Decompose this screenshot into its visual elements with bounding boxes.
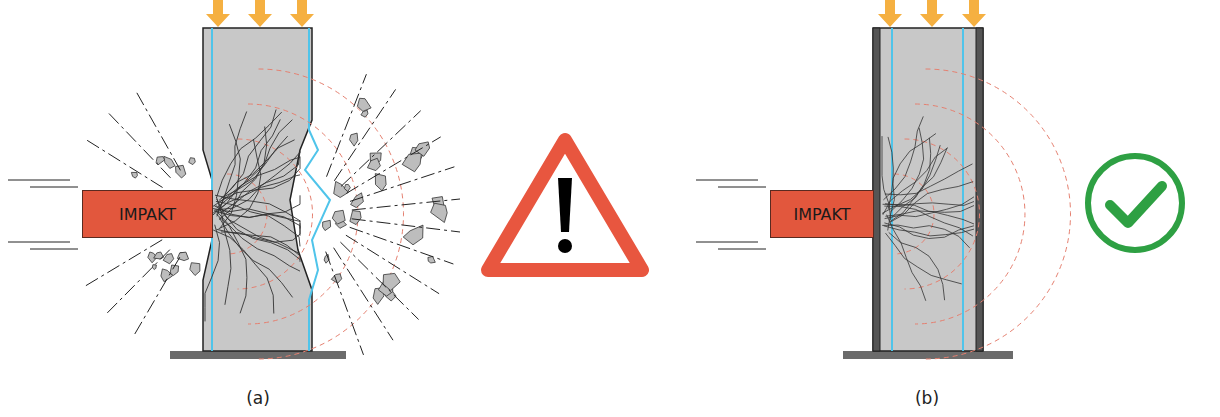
fragment <box>323 220 331 230</box>
crack <box>883 148 948 215</box>
load-arrows <box>206 0 314 27</box>
debris-line <box>326 252 364 355</box>
crack <box>214 195 300 217</box>
debris-line <box>341 111 421 187</box>
fragment <box>415 142 430 156</box>
crack <box>215 152 301 210</box>
shock-waves <box>227 69 404 359</box>
debris-line <box>327 74 367 177</box>
debris-line <box>134 257 180 335</box>
crack <box>219 218 292 298</box>
cracks <box>882 116 974 300</box>
crack <box>891 128 924 212</box>
crack <box>884 226 974 236</box>
crack <box>884 223 974 239</box>
fragment <box>428 256 435 263</box>
fragment <box>402 153 421 172</box>
fragment <box>383 273 400 290</box>
crack <box>218 119 281 207</box>
debris-line <box>352 199 460 210</box>
crack <box>887 215 926 301</box>
crack <box>892 138 931 218</box>
crack <box>220 157 300 202</box>
fragment <box>332 210 345 224</box>
impact-label: IMPAKT <box>789 205 854 224</box>
shock-waves <box>894 69 1071 359</box>
debris-line <box>86 140 162 188</box>
debris-line <box>346 137 440 194</box>
crack <box>885 164 973 195</box>
crack <box>885 197 974 219</box>
debris-line <box>85 240 162 286</box>
crack <box>882 136 891 220</box>
crack <box>213 230 274 314</box>
crack <box>890 182 973 223</box>
column-b <box>843 28 1071 359</box>
subfigure-label: (a) <box>246 388 270 408</box>
check-symbol <box>1088 156 1182 250</box>
fragment <box>350 211 361 225</box>
debris-lines <box>85 74 460 355</box>
fragment <box>403 225 423 245</box>
debris-line <box>107 250 170 314</box>
crack <box>216 197 231 305</box>
crack <box>885 211 974 224</box>
motion-lines <box>8 180 766 249</box>
impact-box: IMPAKT <box>770 190 874 238</box>
debris-line <box>334 248 393 341</box>
impact-label: IMPAKT <box>115 205 180 224</box>
fragment <box>189 158 196 165</box>
crack <box>212 157 300 207</box>
fragment <box>361 110 368 117</box>
fragment <box>190 263 200 276</box>
crack <box>216 214 247 313</box>
shock-wave <box>238 139 313 289</box>
load-arrows <box>878 0 986 27</box>
crack <box>221 223 300 242</box>
crack <box>219 127 267 220</box>
fragment <box>152 265 156 270</box>
shock-wave <box>926 69 1071 359</box>
cracks <box>205 110 300 322</box>
shock-wave <box>259 69 404 359</box>
debris-line <box>108 113 170 178</box>
subfigure-label: (b) <box>915 388 939 408</box>
crack <box>883 116 923 199</box>
debris-line <box>340 242 418 319</box>
crack <box>883 204 974 212</box>
fragment <box>350 133 358 146</box>
debris-line <box>350 167 454 202</box>
crack <box>219 139 261 229</box>
fragment <box>131 172 137 178</box>
debris-line <box>350 227 454 264</box>
debris-line <box>346 235 439 294</box>
crack <box>882 145 940 213</box>
crack <box>221 120 292 199</box>
fragment <box>357 98 371 111</box>
crack <box>220 124 240 228</box>
crack <box>215 195 300 228</box>
fragment <box>176 165 186 178</box>
debris-line <box>352 219 460 232</box>
impact-box: IMPAKT <box>82 190 213 238</box>
fragment <box>164 156 175 168</box>
fragment <box>344 184 350 191</box>
warning-symbol <box>488 140 642 270</box>
crack <box>205 225 220 322</box>
crack <box>884 206 973 236</box>
fragment <box>431 203 448 222</box>
debris-line <box>334 89 395 180</box>
fragment <box>375 174 386 191</box>
crack <box>212 136 287 215</box>
debris-line <box>136 92 180 170</box>
crack <box>889 232 945 300</box>
crack <box>886 233 962 284</box>
